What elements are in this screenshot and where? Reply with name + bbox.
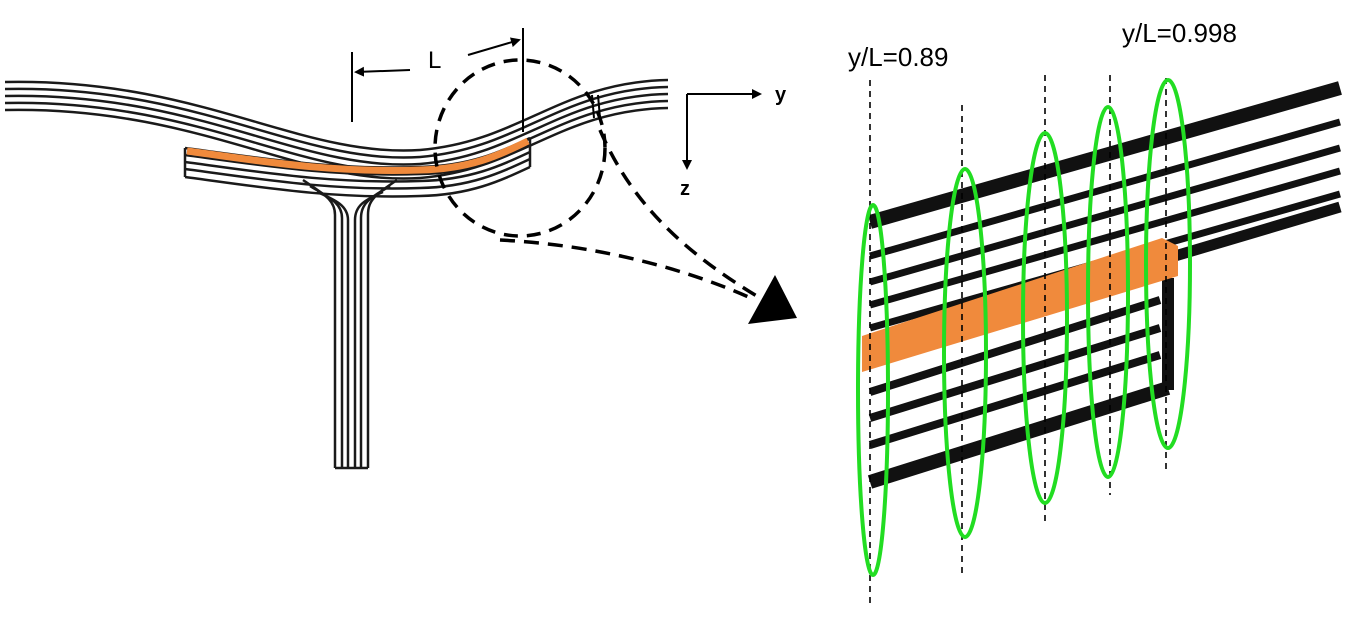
zoom-arrow-head xyxy=(748,275,797,324)
section-ellipse-3 xyxy=(1021,131,1069,505)
length-label: L xyxy=(428,47,441,74)
highlight-ply-overview xyxy=(186,137,530,174)
skin-laminate xyxy=(4,78,669,180)
t-joint-overview: L y z xyxy=(4,28,797,470)
section-ellipse-5 xyxy=(1144,78,1192,450)
zoom-arrow-lines xyxy=(499,129,761,302)
ratio-label-end: y/L=0.998 xyxy=(1122,18,1237,48)
coordinate-axes xyxy=(682,89,762,170)
section-ellipse-1 xyxy=(856,203,890,577)
length-dimension xyxy=(351,28,524,132)
cut-marks xyxy=(591,94,601,119)
detail-circle xyxy=(433,58,607,238)
section-ellipses xyxy=(856,78,1192,577)
section-lines xyxy=(869,75,1167,605)
stiffener-web xyxy=(302,178,398,470)
axis-z-label: z xyxy=(680,178,690,200)
ratio-label-start: y/L=0.89 xyxy=(848,42,948,72)
section-ellipse-4 xyxy=(1086,105,1130,479)
zoom-detail: y/L=0.89 y/L=0.998 xyxy=(848,18,1342,605)
section-ellipse-2 xyxy=(942,167,988,539)
axis-y-label: y xyxy=(775,84,787,106)
highlight-ply-zoom xyxy=(862,238,1178,372)
